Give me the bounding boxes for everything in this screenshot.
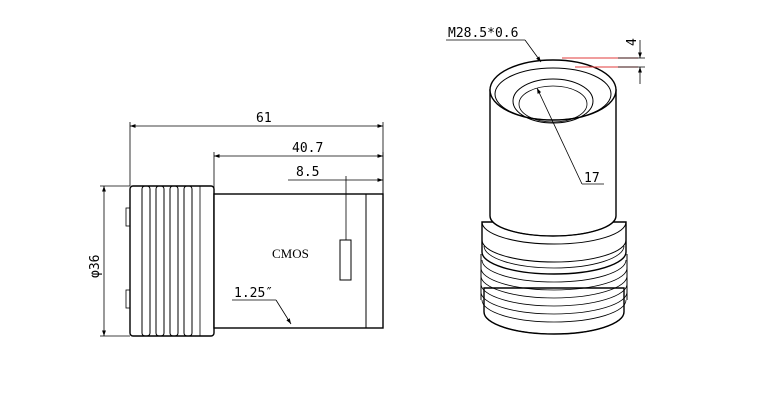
sensor-format-leader: 1.25″	[232, 286, 292, 325]
cmos-sensor-outline	[339, 239, 352, 281]
top-face	[489, 59, 617, 124]
dim-61-label: 61	[256, 111, 272, 126]
collar	[481, 221, 627, 275]
cmos-label: CMOS	[272, 246, 309, 261]
dim-sensor-offset: 8.5	[288, 165, 383, 240]
dim-phi36-label: φ36	[88, 255, 103, 278]
dim-40-7-label: 40.7	[292, 141, 323, 156]
ribbed-head	[125, 185, 215, 337]
dim-total-length: 61	[129, 111, 384, 194]
dim-diameter: φ36	[88, 185, 130, 337]
bore-label: 17	[584, 171, 600, 186]
dim-8-5-label: 8.5	[296, 165, 319, 180]
threaded-base	[480, 251, 628, 335]
bore-leader: 17	[536, 87, 604, 186]
thread-depth-label: 4	[625, 38, 640, 46]
dim-thread-depth: 4	[562, 38, 645, 84]
side-view: CMOS 61 40.7 8.5 φ36	[88, 111, 384, 337]
dim-tube-length: 40.7	[213, 141, 384, 194]
main-cylinder	[489, 89, 617, 237]
perspective-view: M28.5*0.6 4 17	[446, 26, 645, 335]
sensor-format-label: 1.25″	[234, 286, 273, 301]
tube-body	[213, 193, 384, 329]
thread-spec-leader: M28.5*0.6	[446, 26, 542, 63]
thread-spec-label: M28.5*0.6	[448, 26, 518, 41]
